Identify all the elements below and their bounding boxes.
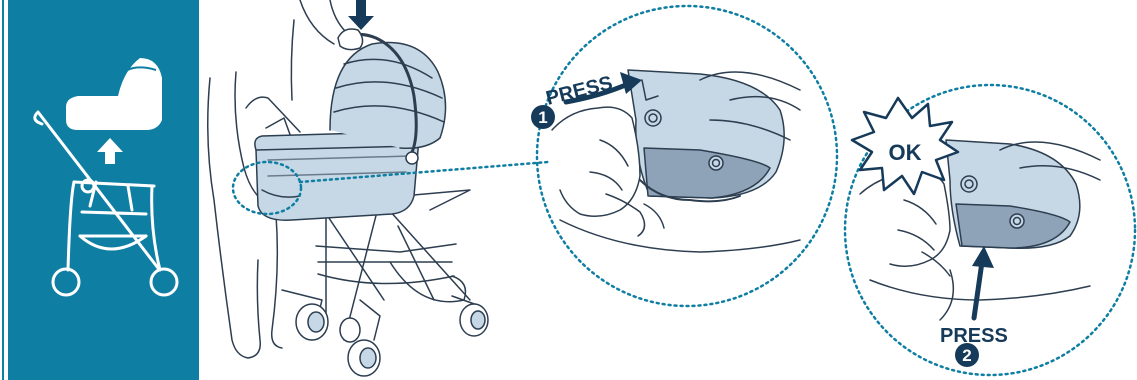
ok-label: OK	[889, 140, 922, 165]
down-arrow-icon	[348, 0, 374, 30]
step1-number: 1	[538, 108, 547, 127]
left-icon-panel	[3, 0, 199, 380]
step2-number: 2	[962, 346, 971, 365]
stroller-with-carrycot-icon	[246, 34, 488, 376]
panel-background	[8, 0, 199, 380]
ok-burst-icon: OK	[852, 98, 958, 194]
main-illustration	[208, 0, 488, 376]
press-label-1: PRESS	[544, 72, 615, 110]
press-arrow-2	[972, 246, 994, 318]
step2-zoom: OK PRESS 2	[845, 85, 1135, 375]
step1-zoom: PRESS 1	[531, 6, 837, 306]
stroller-wheels	[296, 304, 488, 376]
hand-icon	[338, 29, 363, 50]
press-label-2: PRESS	[940, 325, 1008, 347]
